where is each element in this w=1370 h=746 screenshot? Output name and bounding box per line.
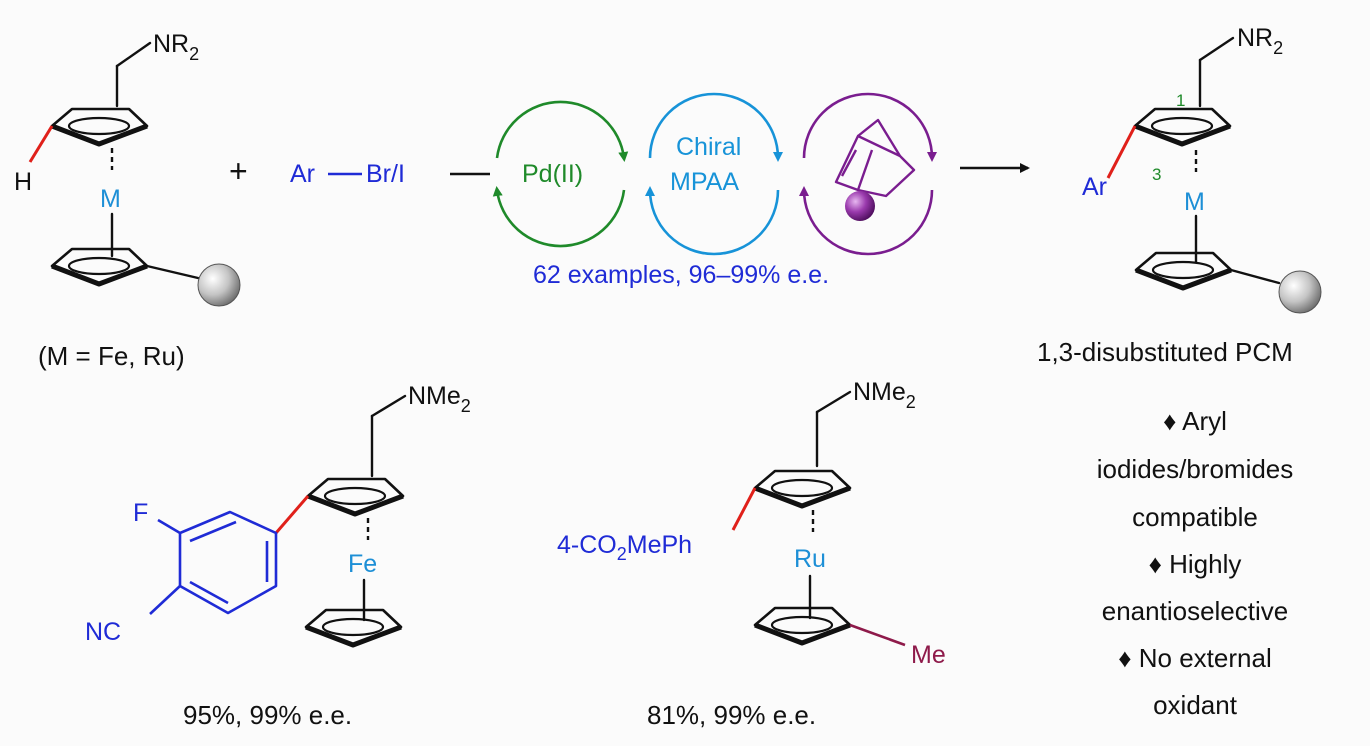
position-3-label: 3: [1152, 165, 1161, 184]
product-metal-label: M: [1184, 188, 1205, 216]
mpaa-cycle: Chiral MPAA: [645, 92, 783, 256]
h-label: H: [14, 168, 32, 196]
reagent-halide: Br/I: [366, 160, 405, 188]
product-metallocene: NR2 1 Ar 3 M 1,3-disubstituted PCM: [1037, 24, 1322, 367]
product-support-sphere-icon: [1278, 270, 1322, 314]
example-2-bottom-cp: [755, 608, 850, 643]
scope-summary: 62 examples, 96–99% e.e.: [533, 261, 829, 289]
plus-sign: +: [229, 153, 248, 189]
example-2-aryl: 4-CO2MePh: [557, 531, 692, 564]
purple-sphere-icon: [845, 191, 875, 221]
feature-line: ♦ Highly: [1149, 549, 1242, 579]
nitrile-label: NC: [85, 618, 121, 646]
norbornene-icon: [834, 118, 916, 198]
aryl-halide: Ar Br/I: [290, 160, 405, 188]
pd-cycle: Pd(II): [492, 100, 629, 248]
product-top-cp-ring: [1135, 109, 1230, 144]
features-list: ♦ Aryl iodides/bromides compatible ♦ Hig…: [1097, 406, 1294, 720]
norbornene-cycle: [799, 92, 937, 256]
example-2-ruthenocene: NMe2 4-CO2MePh Ru Me 81%, 99% e.e.: [557, 378, 946, 730]
product-name: 1,3-disubstituted PCM: [1037, 337, 1293, 367]
metal-note: (M = Fe, Ru): [38, 341, 185, 371]
fluoro-label: F: [133, 499, 148, 527]
mpaa-label-line1: Chiral: [676, 133, 741, 161]
example-2-yield: 81%, 99% e.e.: [647, 700, 816, 730]
top-cp-ring: [52, 109, 147, 144]
feature-line: iodides/bromides: [1097, 454, 1294, 484]
support-sphere-icon: [197, 263, 241, 307]
example-2-top-cp: [755, 471, 850, 506]
mpaa-label-line2: MPAA: [670, 168, 739, 196]
example-1-metal: Fe: [348, 550, 377, 578]
feature-line: enantioselective: [1102, 596, 1288, 626]
product-nr-label: NR2: [1237, 24, 1283, 58]
reactant-metal-label: M: [100, 185, 121, 213]
ch-bond: [28, 125, 54, 163]
feature-line: oxidant: [1153, 690, 1238, 720]
example-1-yield: 95%, 99% e.e.: [183, 700, 352, 730]
fluorocyanophenyl-ring: [149, 510, 278, 615]
reactant-nr-label: NR2: [153, 30, 199, 64]
example-2-nme2: NMe2: [853, 378, 916, 412]
new-caryl-bond: [1106, 125, 1137, 179]
example-1-ferrocene: NMe2 F NC Fe 95%, 99% e.e.: [85, 382, 471, 730]
reagent-ar: Ar: [290, 160, 315, 188]
feature-line: ♦ No external: [1118, 643, 1271, 673]
product-bottom-cp-ring: [1136, 253, 1231, 288]
example-1-bottom-cp: [306, 610, 401, 645]
feature-line: compatible: [1132, 502, 1258, 532]
example-1-nme2: NMe2: [408, 382, 471, 416]
position-1-label: 1: [1176, 91, 1185, 110]
product-ar-label: Ar: [1082, 173, 1107, 201]
example-2-metal: Ru: [794, 545, 826, 573]
reactant-metallocene: NR2 H M (M = Fe, Ru): [14, 30, 241, 371]
example-1-top-cp: [308, 479, 403, 514]
methyl-label: Me: [911, 641, 946, 669]
bottom-cp-ring: [52, 249, 147, 284]
feature-line: ♦ Aryl: [1163, 406, 1227, 436]
pd-label: Pd(II): [522, 160, 583, 188]
